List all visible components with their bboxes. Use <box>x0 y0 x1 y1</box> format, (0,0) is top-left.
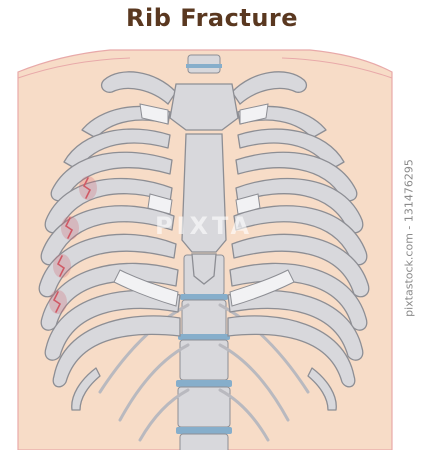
sternum <box>169 83 239 285</box>
watermark-text: PIXTA <box>154 212 254 240</box>
fracture-highlights <box>49 176 97 314</box>
shoulder-line-right <box>281 57 393 79</box>
image-id-label: pixtastock.com - 131476295 <box>401 28 417 448</box>
fracture-marks <box>52 177 92 313</box>
diagram-title: Rib Fracture <box>125 4 299 32</box>
shoulder-line-left <box>17 57 131 79</box>
clavicles <box>100 71 308 105</box>
image-id-text: pixtastock.com - 131476295 <box>402 159 416 317</box>
costal-cartilage <box>113 103 295 307</box>
